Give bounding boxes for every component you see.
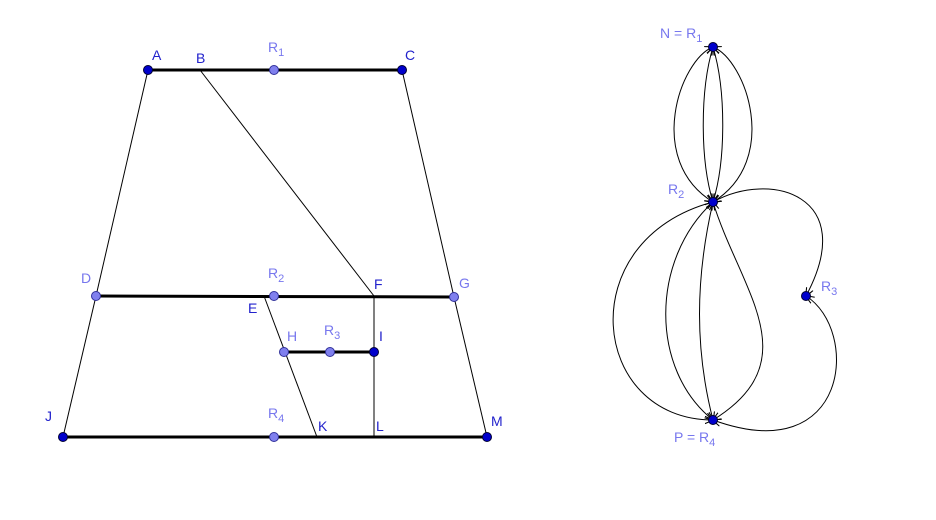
dual-label-P: P = R4 bbox=[674, 429, 715, 449]
label-D: D bbox=[81, 270, 91, 286]
edge-D-J bbox=[62, 295, 97, 438]
dual-vertex-P bbox=[708, 415, 718, 425]
label-A: A bbox=[152, 47, 162, 63]
vertex-C bbox=[397, 65, 407, 75]
label-G: G bbox=[459, 275, 470, 291]
dual-vertex-R2 bbox=[708, 197, 718, 207]
dual-graph: N = R1 R2 R3 P = R4 bbox=[612, 25, 837, 449]
label-J: J bbox=[45, 408, 52, 424]
dual-label-R3: R3 bbox=[821, 278, 837, 298]
label-L: L bbox=[376, 418, 384, 434]
vertex-R4 bbox=[269, 432, 279, 442]
left-planar-graph: A B C R1 D R2 F G E H R3 I J R4 K L M bbox=[45, 39, 503, 442]
dual-edge-R2-R3 bbox=[713, 188, 824, 296]
vertex-R1 bbox=[269, 65, 279, 75]
label-R1: R1 bbox=[268, 39, 284, 59]
dual-vertex-N bbox=[708, 42, 718, 52]
label-F: F bbox=[374, 276, 383, 292]
label-R3: R3 bbox=[324, 322, 340, 342]
vertex-H bbox=[279, 347, 289, 357]
label-B: B bbox=[196, 50, 205, 66]
dual-edge-R2-P-a bbox=[612, 202, 713, 420]
dual-edge-R2-P-c bbox=[699, 202, 714, 420]
dual-edge-R2-P-b bbox=[665, 202, 713, 420]
vertex-R3 bbox=[325, 347, 335, 357]
dual-edge-N-R2-c bbox=[713, 47, 724, 202]
dual-label-R2: R2 bbox=[668, 181, 684, 201]
label-M: M bbox=[491, 413, 503, 429]
label-C: C bbox=[405, 47, 415, 63]
dual-edge-N-R2-b bbox=[702, 47, 713, 202]
dual-vertex-R3 bbox=[801, 291, 811, 301]
vertex-R2 bbox=[269, 291, 279, 301]
vertex-J bbox=[58, 432, 68, 442]
vertex-G bbox=[449, 292, 459, 302]
dual-edge-N-R2-d bbox=[713, 47, 753, 202]
vertex-A bbox=[143, 65, 153, 75]
dual-label-N: N = R1 bbox=[660, 25, 702, 45]
edge-E-K bbox=[263, 295, 318, 438]
dual-edge-R3-P bbox=[713, 296, 837, 432]
dual-edge-R2-P-d bbox=[713, 202, 764, 420]
label-K: K bbox=[318, 418, 328, 434]
label-I: I bbox=[379, 328, 383, 344]
vertex-M bbox=[482, 432, 492, 442]
label-R2: R2 bbox=[268, 265, 284, 285]
edge-G-M bbox=[453, 296, 488, 438]
label-E: E bbox=[248, 300, 257, 316]
dual-edge-N-R2-a bbox=[673, 47, 713, 202]
vertex-D bbox=[91, 291, 101, 301]
vertex-I bbox=[369, 347, 379, 357]
edge-C-G bbox=[401, 69, 455, 298]
edge-A-D bbox=[95, 69, 149, 297]
label-H: H bbox=[287, 328, 297, 344]
edge-B-F bbox=[199, 69, 375, 297]
label-R4: R4 bbox=[268, 405, 284, 425]
